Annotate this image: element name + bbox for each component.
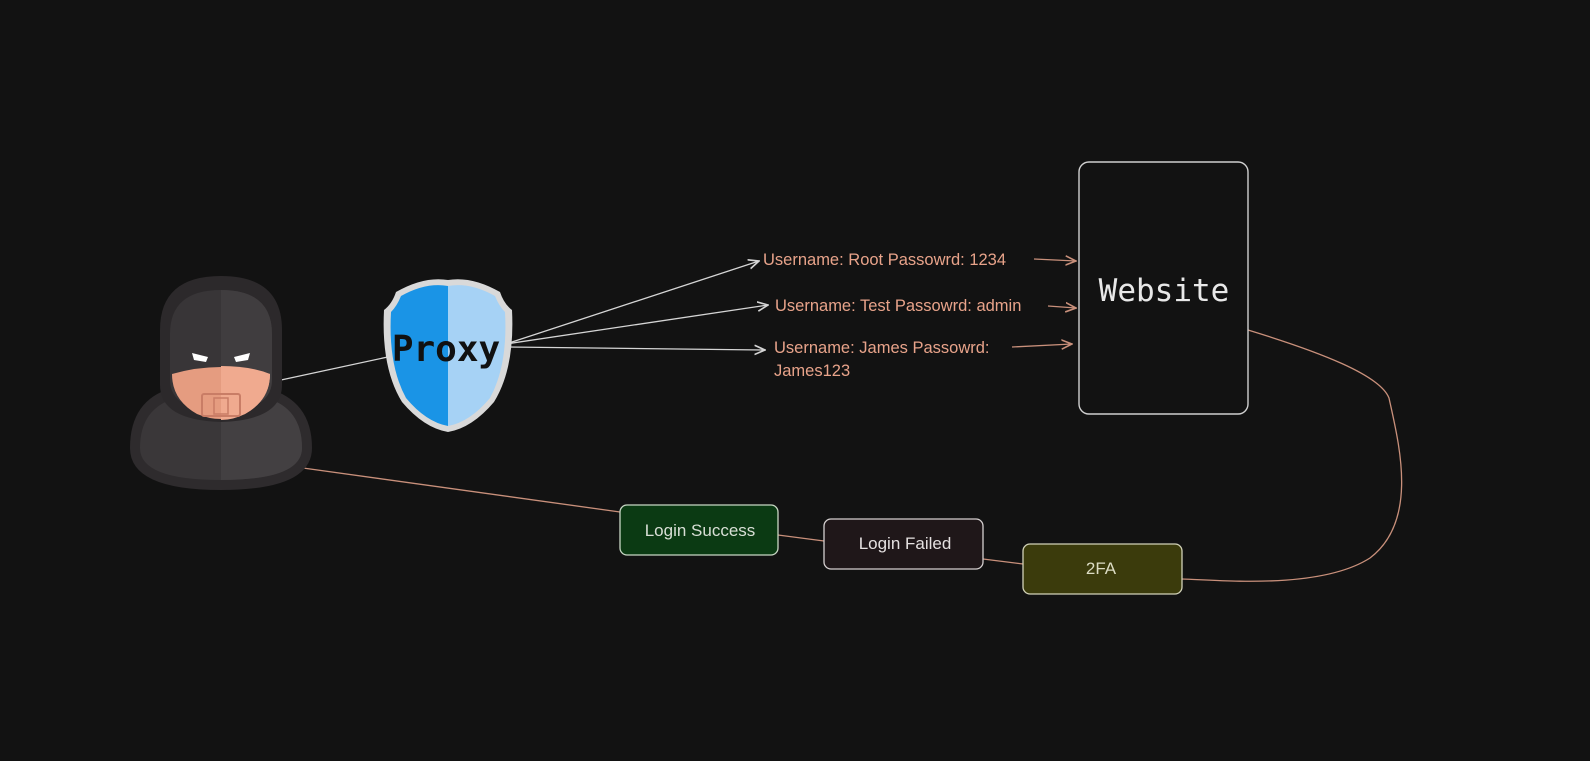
edge-cred-3-website [1011,344,1072,347]
edge-login-success-attacker [302,467,621,513]
credential-test: Username: Test Passowrd: admin [775,297,1021,315]
edge-website-2fa [1181,329,1403,582]
edge-proxy-cred-3 [505,347,765,350]
login-success-node[interactable]: Login Success [619,504,779,556]
login-failed-node[interactable]: Login Failed [823,518,984,570]
edge-2fa-login-failed [982,558,1024,565]
credential-list: Username: Root Passowrd: 1234 Username: … [763,251,1021,380]
two-fa-box[interactable] [1022,543,1183,595]
edge-cred-1-website [1033,259,1076,261]
edge-cred-2-website [1047,306,1076,308]
credential-root: Username: Root Passowrd: 1234 [763,251,1006,269]
shield-icon [383,279,513,432]
hooded-hacker-icon [130,276,312,490]
credential-james: Username: James Passowrd: [774,339,990,357]
proxy-label: Proxy [392,329,500,370]
edge-login-failed-success [777,534,825,542]
website-label: Website [1099,273,1230,309]
website-box[interactable] [1078,161,1249,415]
login-failed-label: Login Failed [859,534,952,553]
login-success-label: Login Success [645,521,756,540]
credential-james-password: James123 [774,362,850,380]
login-success-box[interactable] [619,504,779,556]
edge-proxy-cred-2 [505,305,768,345]
login-failed-box[interactable] [823,518,984,570]
two-fa-node[interactable]: 2FA [1022,543,1183,595]
edge-proxy-cred-1 [505,261,759,345]
two-fa-label: 2FA [1086,559,1117,578]
edge-attacker-proxy [280,355,397,381]
website-node[interactable]: Website [1078,161,1249,415]
connectors [280,259,1403,582]
